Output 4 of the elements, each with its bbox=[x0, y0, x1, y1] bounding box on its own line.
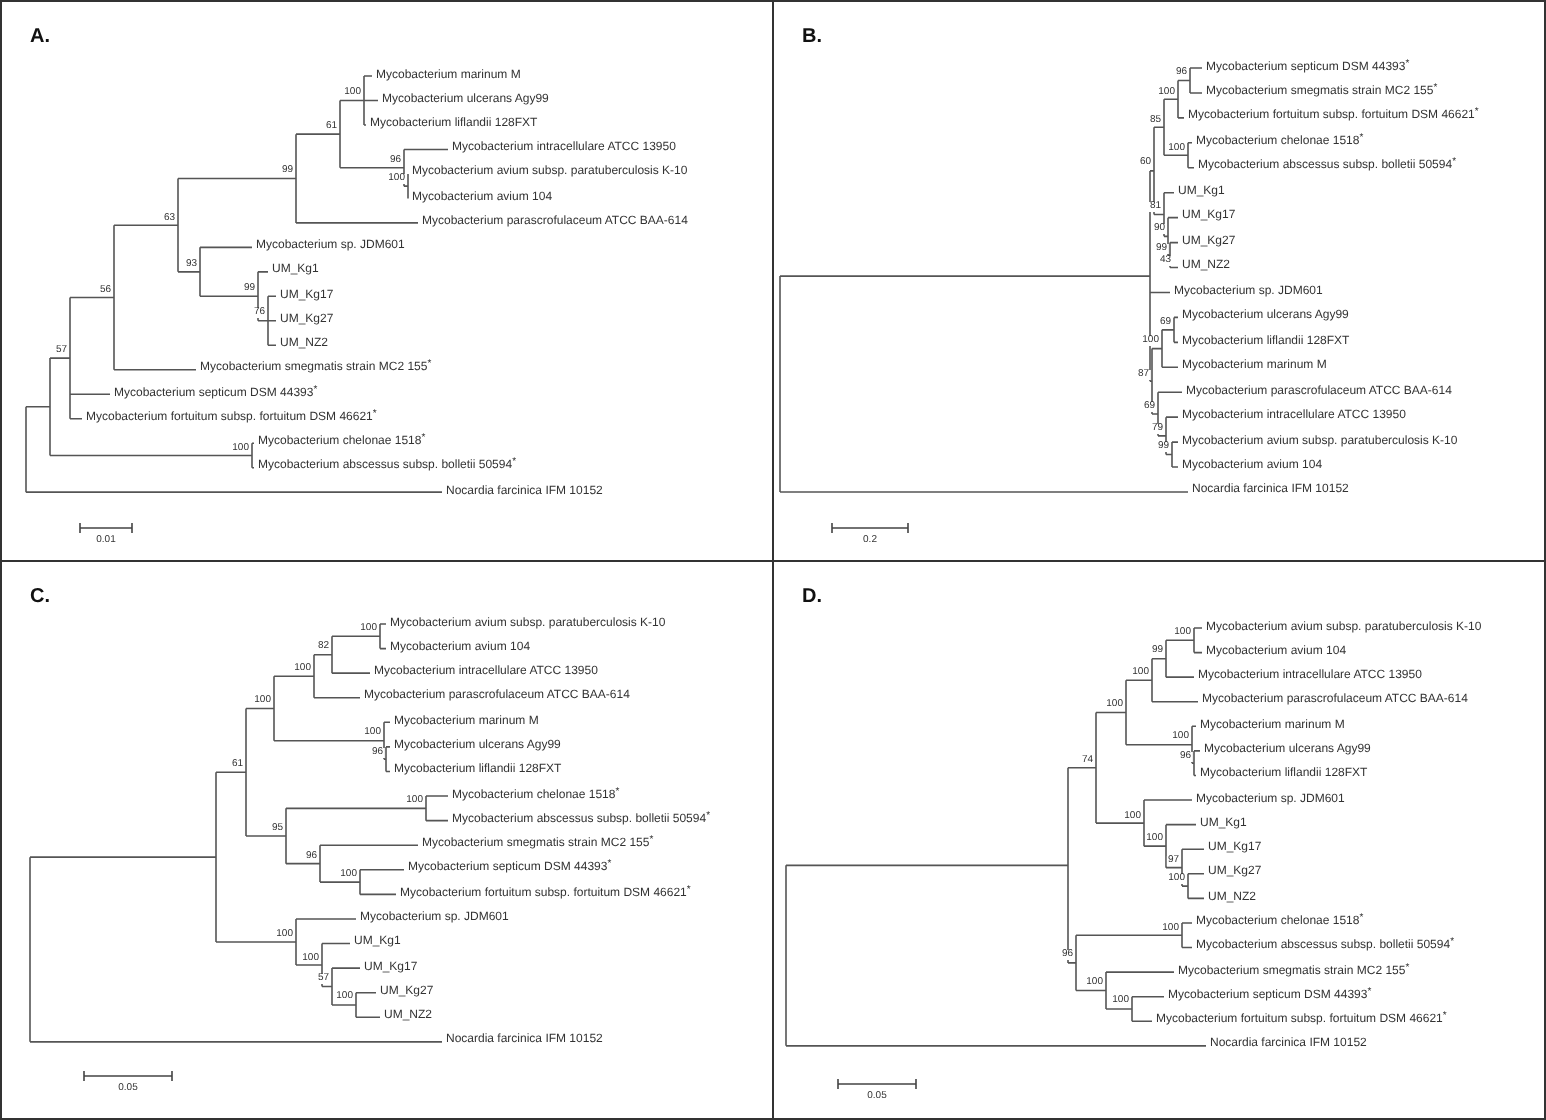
panel-label: D. bbox=[802, 586, 822, 608]
panel-label: A. bbox=[30, 26, 50, 48]
panel-label: B. bbox=[802, 26, 822, 48]
panel-label: C. bbox=[30, 586, 50, 608]
